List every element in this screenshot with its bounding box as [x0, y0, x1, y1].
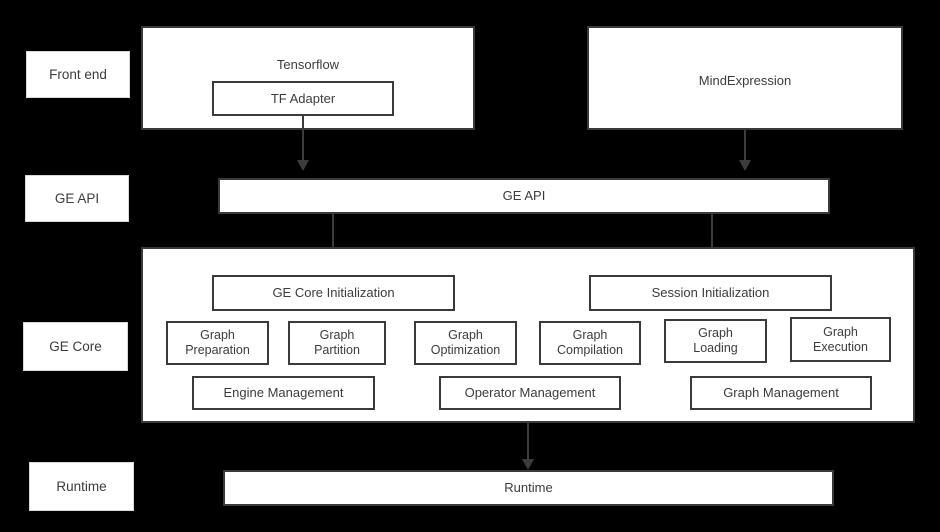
- session-initialization-label: Session Initialization: [651, 285, 770, 301]
- connector-ge-api-to-session-init-line: [711, 214, 713, 266]
- graph-management-box[interactable]: Graph Management: [690, 376, 872, 410]
- layer-label-front-end: Front end: [26, 51, 130, 98]
- mindexpression-title: MindExpression: [698, 73, 792, 88]
- graph-preparation-box[interactable]: Graph Preparation: [166, 321, 269, 365]
- connector-ge-api-to-ge-core-init-line: [332, 214, 334, 266]
- layer-label-front-end-text: Front end: [49, 66, 107, 82]
- layer-label-ge-api-text: GE API: [54, 190, 100, 206]
- graph-management-label: Graph Management: [723, 385, 839, 401]
- graph-loading-label: Graph Loading: [693, 326, 738, 355]
- runtime-bar-label: Runtime: [504, 480, 553, 496]
- graph-loading-box[interactable]: Graph Loading: [664, 319, 767, 363]
- layer-label-runtime: Runtime: [29, 462, 134, 511]
- graph-partition-box[interactable]: Graph Partition: [288, 321, 386, 365]
- mindexpression-container: MindExpression: [587, 26, 903, 130]
- graph-preparation-label: Graph Preparation: [185, 328, 250, 357]
- connector-mindexpression-to-ge-api-arrowhead: [739, 160, 751, 171]
- graph-optimization-label: Graph Optimization: [430, 328, 501, 357]
- ge-core-initialization-box[interactable]: GE Core Initialization: [212, 275, 455, 311]
- layer-label-ge-core: GE Core: [23, 322, 128, 371]
- operator-management-label: Operator Management: [464, 385, 596, 401]
- tensorflow-title: Tensorflow: [276, 57, 340, 72]
- operator-management-box[interactable]: Operator Management: [439, 376, 621, 410]
- session-initialization-box[interactable]: Session Initialization: [589, 275, 832, 311]
- connector-tf-adapter-to-ge-api-arrowhead: [297, 160, 309, 171]
- graph-compilation-box[interactable]: Graph Compilation: [539, 321, 641, 365]
- runtime-bar[interactable]: Runtime: [223, 470, 834, 506]
- connector-ge-core-to-runtime-line: [527, 423, 529, 463]
- ge-api-bar[interactable]: GE API: [218, 178, 830, 214]
- layer-label-ge-core-text: GE Core: [49, 338, 102, 354]
- graph-compilation-label: Graph Compilation: [556, 328, 623, 357]
- graph-execution-box[interactable]: Graph Execution: [790, 317, 891, 362]
- ge-core-initialization-label: GE Core Initialization: [272, 285, 395, 301]
- layer-label-ge-api: GE API: [25, 175, 129, 222]
- graph-execution-label: Graph Execution: [813, 324, 868, 354]
- connector-ge-core-to-runtime-arrowhead: [522, 459, 534, 470]
- engine-management-label: Engine Management: [223, 385, 344, 401]
- tf-adapter-label: TF Adapter: [270, 90, 336, 106]
- connector-tf-adapter-to-ge-api-line: [302, 116, 304, 164]
- connector-mindexpression-to-ge-api-line: [744, 130, 746, 164]
- ge-api-bar-label: GE API: [502, 188, 546, 204]
- graph-partition-label: Graph Partition: [314, 328, 360, 357]
- graph-optimization-box[interactable]: Graph Optimization: [414, 321, 517, 365]
- layer-label-runtime-text: Runtime: [56, 478, 107, 494]
- tf-adapter-box[interactable]: TF Adapter: [212, 81, 394, 116]
- engine-management-box[interactable]: Engine Management: [192, 376, 375, 410]
